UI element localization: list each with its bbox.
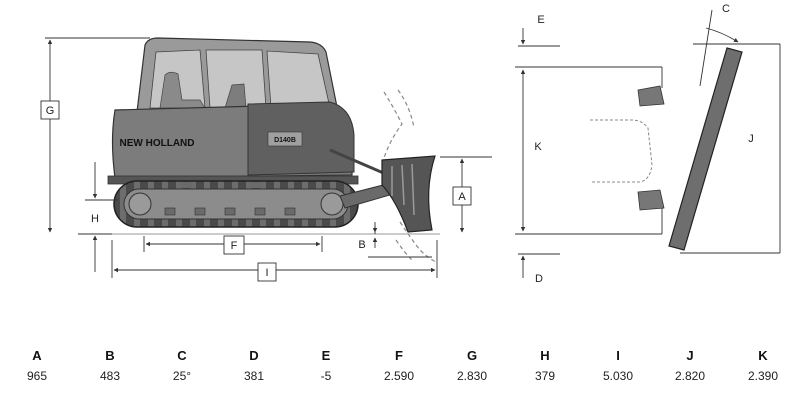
spec-value: 5.030 xyxy=(602,369,634,383)
spec-label: F xyxy=(395,348,403,363)
side-view-label-boxes: G H F I A B xyxy=(40,100,472,282)
spec-column: B 483 xyxy=(80,346,140,386)
bulldozer-dimension-diagram: D140B NEW HOLLAND xyxy=(40,3,781,285)
spec-column: C 25° xyxy=(152,346,212,386)
label-G: G xyxy=(46,105,55,117)
spec-column: D 381 xyxy=(224,346,284,386)
spec-label: D xyxy=(249,348,259,363)
push-frame-top xyxy=(590,119,653,183)
spec-value: 2.820 xyxy=(674,369,706,383)
spec-value: 381 xyxy=(243,369,265,383)
spec-column: F 2.590 xyxy=(369,346,429,386)
label-E: E xyxy=(537,14,544,26)
dimension-spec-table: A 965 B 483 C 25° D 381 E -5 F 2.590 G 2… xyxy=(0,346,800,396)
spec-label: E xyxy=(321,348,331,363)
spec-column: E -5 xyxy=(296,346,356,386)
label-H: H xyxy=(91,213,99,225)
spec-label: G xyxy=(466,348,478,363)
spec-label: H xyxy=(540,348,550,363)
top-view-labels: E K D C J xyxy=(534,3,753,285)
spec-column: H 379 xyxy=(515,346,575,386)
label-D: D xyxy=(535,273,543,285)
spec-label: I xyxy=(616,348,620,363)
spec-column: I 5.030 xyxy=(588,346,648,386)
label-B: B xyxy=(358,239,365,251)
model-plate xyxy=(267,131,303,147)
blade-top xyxy=(668,47,743,251)
top-view-dimensions xyxy=(518,28,560,278)
bulldozer-side-view: D140B NEW HOLLAND xyxy=(85,37,440,263)
spec-label: K xyxy=(758,348,768,363)
spec-column: J 2.820 xyxy=(660,346,720,386)
spec-value: 483 xyxy=(99,369,121,383)
operator-seat xyxy=(159,71,206,109)
push-arm-top xyxy=(637,85,665,211)
spec-value: 2.590 xyxy=(383,369,415,383)
lowered-blade-outline xyxy=(395,221,437,263)
label-C: C xyxy=(722,3,730,15)
spec-value: 965 xyxy=(26,369,48,383)
label-J: J xyxy=(748,133,754,145)
spec-value: 25° xyxy=(172,369,192,383)
spec-column: A 965 xyxy=(7,346,67,386)
label-F: F xyxy=(231,240,238,252)
spec-value: 2.830 xyxy=(456,369,488,383)
spec-label: A xyxy=(32,348,42,363)
track-inner xyxy=(123,188,349,220)
label-A: A xyxy=(458,191,466,203)
bulldozer-top-view xyxy=(515,9,781,254)
spec-label: B xyxy=(105,348,115,363)
spec-value: 379 xyxy=(534,369,556,383)
spec-label: C xyxy=(177,348,187,363)
spec-value: 2.390 xyxy=(747,369,779,383)
spec-label: J xyxy=(686,348,694,363)
label-K: K xyxy=(534,141,542,153)
track-rollers xyxy=(128,182,344,216)
model-label: D140B xyxy=(274,137,296,144)
raised-blade-outline xyxy=(383,89,415,159)
blade xyxy=(381,155,436,233)
spec-column: G 2.830 xyxy=(442,346,502,386)
brand-label: NEW HOLLAND xyxy=(120,138,195,149)
label-I: I xyxy=(265,267,268,279)
angle-arc xyxy=(705,27,739,43)
spec-column: K 2.390 xyxy=(733,346,793,386)
spec-value: -5 xyxy=(320,369,332,383)
blade-ribs xyxy=(391,163,415,216)
